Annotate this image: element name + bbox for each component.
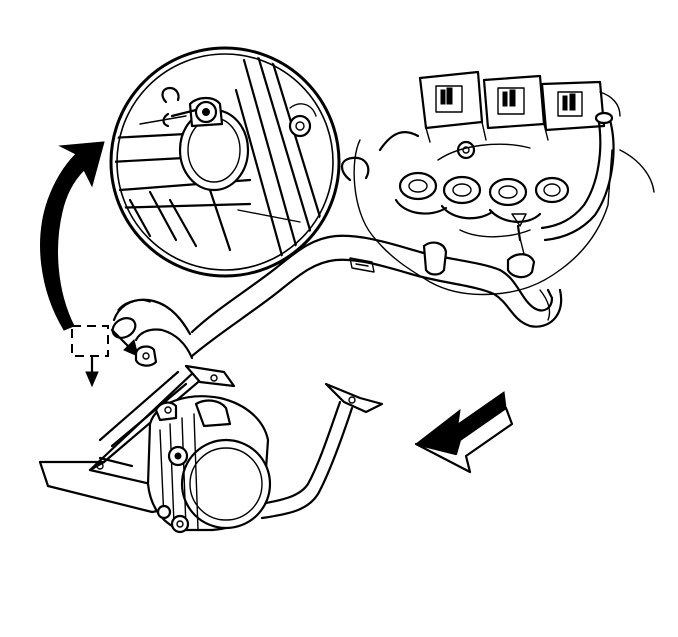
detail-magnifier-circle [109,46,341,278]
engine-assembly [340,70,655,321]
ignition-coil-2 [482,74,546,130]
exhaust-manifold [340,131,570,238]
ignition-coil-3 [540,80,606,132]
dashed-position-indicator [71,325,139,388]
air-pump [146,395,272,534]
pipe-fitting [134,345,158,367]
air-injection-pipe [190,213,563,358]
air-hose [111,298,194,360]
curved-arrow-icon [40,141,105,331]
direction-arrow-icon [414,391,514,474]
ignition-coil-1 [418,70,484,130]
support-bracket [258,382,384,520]
